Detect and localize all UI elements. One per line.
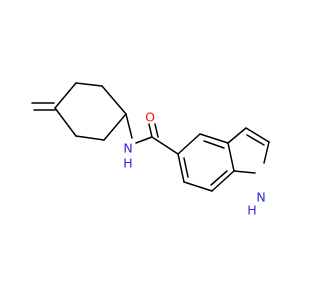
- amide-nitrogen-label: N: [123, 141, 132, 156]
- bond-bz-5-6: [183, 181, 213, 192]
- indole-nitrogen-label: N: [256, 190, 265, 205]
- bond-bz-6-1: [177, 153, 185, 183]
- oxygen-label: O: [145, 110, 155, 125]
- bond-bz-3-4: [227, 142, 235, 172]
- amide-linkage: [125, 113, 179, 155]
- bond-ring-c3-c4: [101, 85, 127, 115]
- bond-ring-c4-c5: [103, 113, 127, 141]
- bond-bz-1-2: [177, 133, 201, 155]
- bond-carbonyl-to-aryl: [151, 136, 179, 155]
- bond-py-c2-n1: [263, 141, 270, 164]
- bond-ring-c6-c1: [54, 107, 77, 137]
- bond-bz-inner-b: [210, 170, 228, 186]
- bond-py-c3-c2-inner: [246, 134, 265, 146]
- bond-ring-to-nh: [125, 113, 133, 139]
- indole-benzene-ring: [177, 133, 235, 192]
- indole-pyrrole-ring: [227, 127, 270, 174]
- bond-carbonyl-double-b: [154, 123, 159, 138]
- bond-ring-c2-c3: [75, 82, 103, 87]
- bond-py-c3-c2: [245, 127, 270, 143]
- bond-ring-c5-c6: [75, 135, 105, 141]
- bond-bz-2-3: [199, 133, 229, 144]
- methylidene-group: [31, 102, 56, 111]
- bond-bz-inner-c: [183, 157, 189, 178]
- cyclohexane-ring: [54, 82, 127, 141]
- chemical-structure: O N H N H: [31, 82, 270, 218]
- atom-labels: O N H N H: [123, 110, 265, 218]
- bond-carbonyl-double-a: [148, 123, 153, 138]
- bond-py-n1-c7a: [233, 170, 256, 174]
- amide-hydrogen-label: H: [123, 156, 132, 171]
- bond-py-c3a-c3: [227, 127, 247, 144]
- bond-nh-to-carbonyl: [135, 136, 153, 144]
- bond-ring-c1-c2: [54, 82, 77, 109]
- indole-hydrogen-label: H: [247, 203, 256, 218]
- bond-bz-inner-a: [203, 140, 225, 149]
- bond-bz-4-5: [211, 170, 235, 192]
